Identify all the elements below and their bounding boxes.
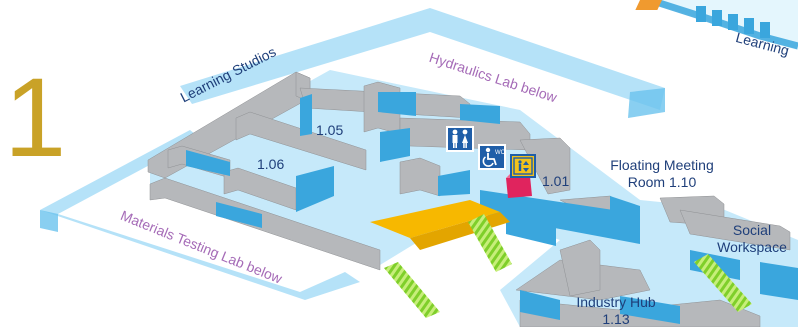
floating-meeting-line1: Floating Meeting xyxy=(610,157,714,173)
industry-hub-label: Industry Hub 1.13 xyxy=(560,294,672,328)
room-101-label: 1.01 xyxy=(542,173,570,189)
floating-meeting-line2: Room 1.10 xyxy=(627,174,697,190)
social-line1: Social xyxy=(732,222,772,238)
floating-meeting-room-label: Floating Meeting Room 1.10 xyxy=(596,157,728,191)
social-line2: Workspace xyxy=(717,239,787,255)
industry-hub-line1: Industry Hub xyxy=(576,294,656,310)
upper-wing-fragment xyxy=(635,0,798,50)
lift-icon xyxy=(510,154,536,178)
toilets-icon xyxy=(446,126,474,152)
social-workspace-label: Social Workspace xyxy=(706,222,798,256)
industry-hub-line2: 1.13 xyxy=(602,311,630,327)
room-105-label: 1.05 xyxy=(316,122,344,138)
stairs xyxy=(384,214,752,318)
glass-walls xyxy=(186,92,798,324)
accessible-toilet-icon: WC xyxy=(478,144,506,170)
floor-number: 1 xyxy=(4,55,67,180)
materials-lab-outline xyxy=(40,130,360,300)
svg-text:WC: WC xyxy=(495,150,504,156)
room-106-label: 1.06 xyxy=(257,156,285,172)
hydraulics-lab-outline xyxy=(180,8,665,118)
